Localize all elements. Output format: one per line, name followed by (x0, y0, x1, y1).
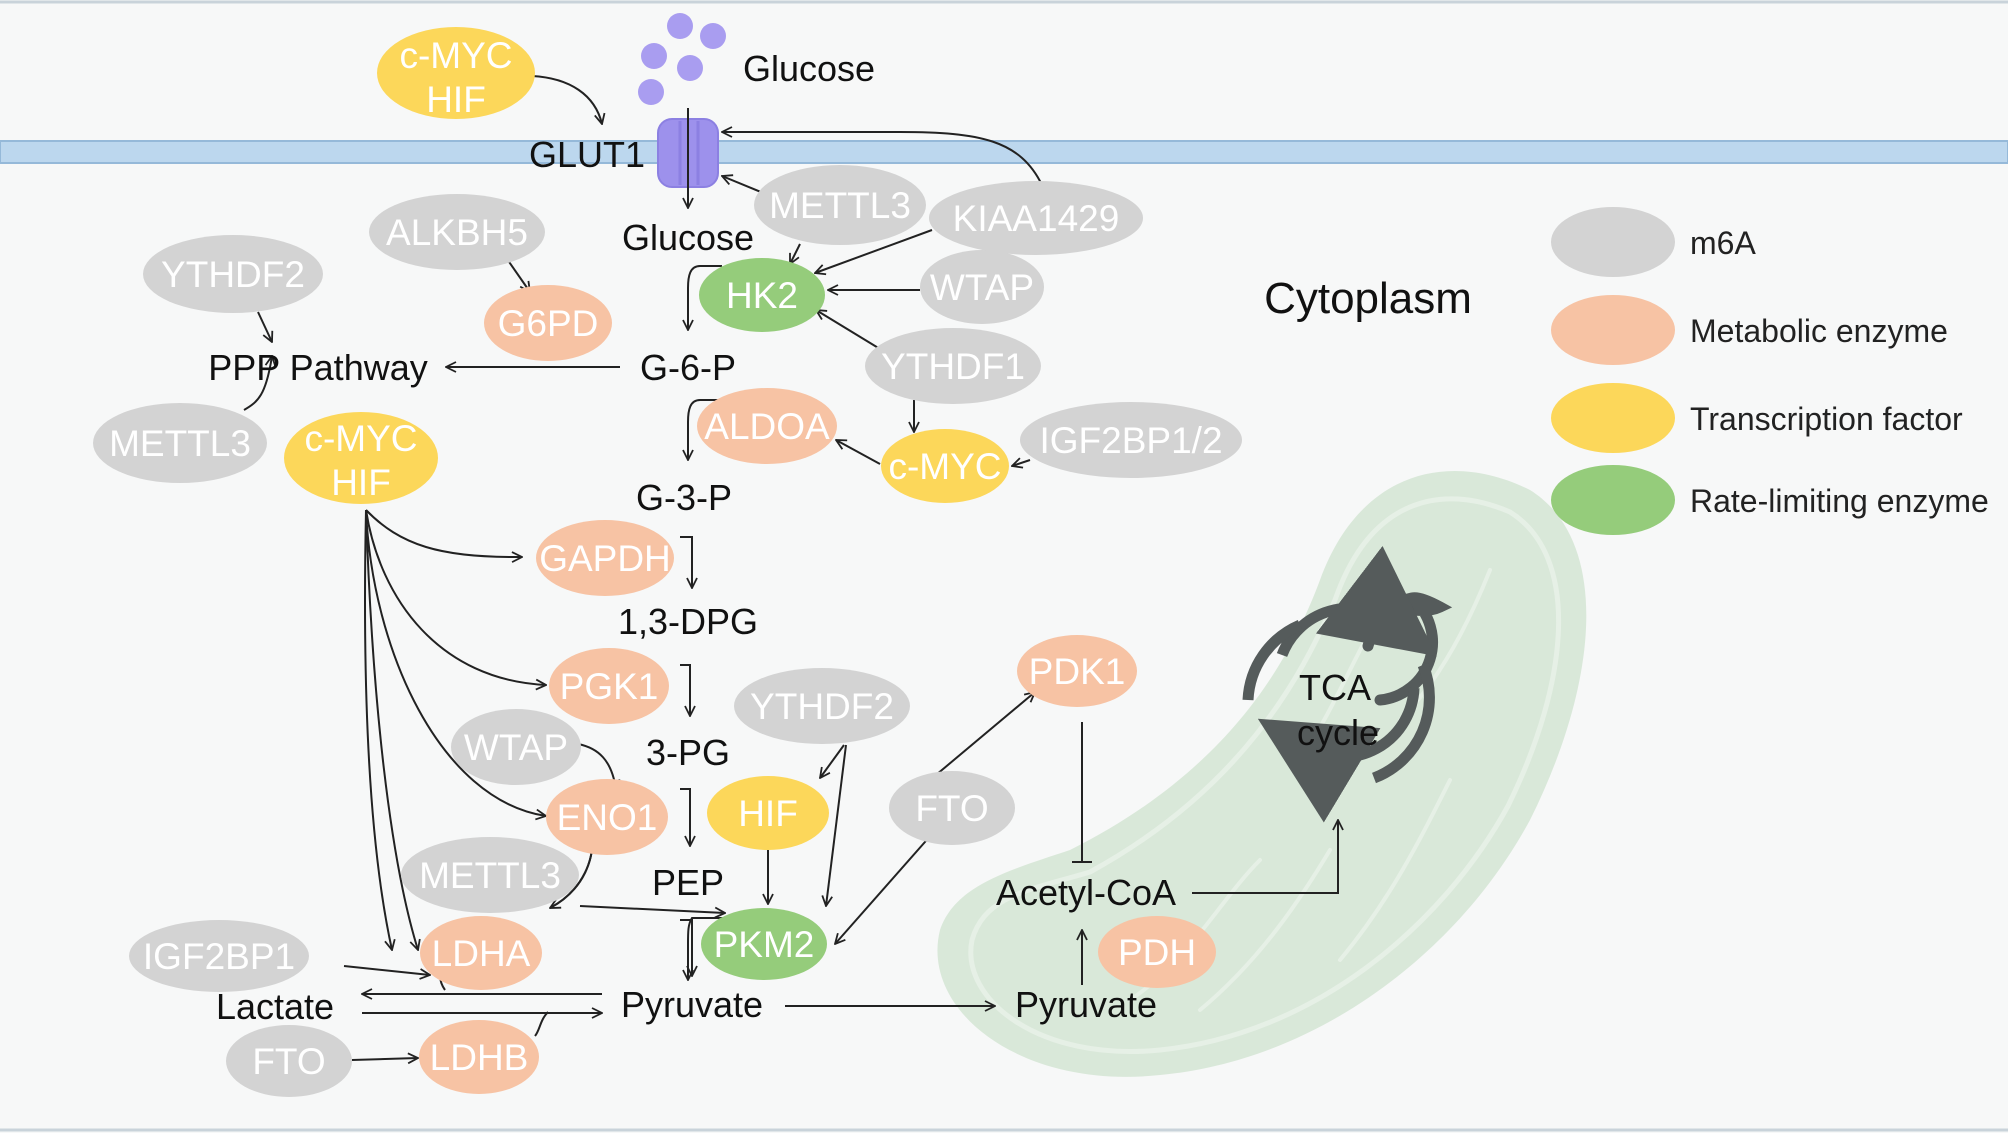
node-label: LDHB (430, 1037, 529, 1078)
node-cmyc-hif-top-label-line1: c-MYC (399, 35, 512, 76)
legend-item-metabolic-enzyme: Metabolic enzyme (1551, 295, 1948, 365)
node-label: METTL3 (769, 185, 911, 226)
node-eno1: ENO1 (546, 779, 668, 855)
node-ythdf2-a: YTHDF2 (143, 235, 323, 313)
node-fto-b: FTO (226, 1025, 352, 1097)
node-label: HIF (738, 793, 798, 834)
legend-label: Metabolic enzyme (1690, 313, 1948, 349)
legend-item-transcription-factor: Transcription factor (1551, 383, 1963, 453)
node-label: PDK1 (1029, 651, 1126, 692)
glucose-dot (677, 55, 703, 81)
legend-label: m6A (1690, 225, 1756, 261)
node-ldha: LDHA (420, 916, 542, 990)
node-label: PGK1 (560, 666, 659, 707)
label-cytoplasm: Cytoplasm (1264, 274, 1472, 323)
node-label: KIAA1429 (953, 198, 1120, 239)
node-g6pd: G6PD (484, 285, 612, 361)
label-pyruvate: Pyruvate (621, 984, 763, 1025)
node-cmyc-hif-mid-label-line1: c-MYC (304, 418, 417, 459)
glucose-dot (638, 79, 664, 105)
label-3pg: 3-PG (646, 732, 730, 773)
node-cmyc-hif-top: c-MYC HIF (377, 27, 535, 120)
label-glucose-inside: Glucose (622, 217, 754, 258)
node-kiaa1429: KIAA1429 (929, 181, 1143, 255)
node-pdk1: PDK1 (1017, 635, 1137, 707)
label-tca: TCA (1299, 667, 1371, 708)
glucose-dot (700, 23, 726, 49)
node-label: METTL3 (419, 855, 561, 896)
node-label: WTAP (464, 727, 568, 768)
label-glut1: GLUT1 (529, 134, 645, 175)
node-label: WTAP (930, 267, 1034, 308)
node-cmyc-b: c-MYC (881, 429, 1009, 503)
label-lactate: Lactate (216, 986, 334, 1027)
glucose-dot (667, 13, 693, 39)
node-ythdf2-b: YTHDF2 (734, 668, 910, 744)
node-label: GAPDH (539, 538, 671, 579)
node-cmyc-hif-mid-label-line2: HIF (331, 462, 391, 503)
node-ythdf1: YTHDF1 (865, 328, 1041, 404)
legend-item-rate-limiting-enzyme: Rate-limiting enzyme (1551, 465, 1989, 535)
node-label: FTO (915, 788, 988, 829)
node-label: PDH (1118, 932, 1196, 973)
label-glucose-outside: Glucose (743, 48, 875, 89)
node-aldoa: ALDOA (697, 388, 837, 464)
node-mettl3-a: METTL3 (754, 165, 926, 245)
legend-label: Transcription factor (1690, 401, 1963, 437)
node-label: HK2 (726, 275, 798, 316)
node-label: ALDOA (704, 406, 830, 447)
node-label: LDHA (432, 933, 531, 974)
node-label: ENO1 (557, 797, 658, 838)
legend-label: Rate-limiting enzyme (1690, 483, 1989, 519)
node-wtap-b: WTAP (451, 709, 581, 785)
node-label: FTO (252, 1041, 325, 1082)
label-pep: PEP (652, 862, 724, 903)
label-cycle: cycle (1297, 712, 1379, 753)
node-label: ALKBH5 (386, 212, 528, 253)
label-pyruvate-mitochondrion: Pyruvate (1015, 984, 1157, 1025)
legend: m6A Metabolic enzyme Transcription facto… (1551, 207, 1989, 535)
node-mettl3-c: METTL3 (401, 837, 579, 913)
node-label: YTHDF2 (161, 254, 305, 295)
node-label: YTHDF1 (881, 346, 1025, 387)
node-cmyc-hif-top-label-line2: HIF (426, 79, 486, 120)
node-hk2: HK2 (699, 258, 825, 332)
node-pgk1: PGK1 (549, 648, 669, 724)
label-13dpg: 1,3-DPG (618, 601, 758, 642)
node-mettl3-b: METTL3 (93, 403, 267, 483)
node-pdh: PDH (1098, 916, 1216, 988)
label-ppp-pathway: PPP Pathway (208, 347, 427, 388)
node-alkbh5: ALKBH5 (369, 194, 545, 270)
node-igf2bp12: IGF2BP1/2 (1020, 402, 1242, 478)
node-label: c-MYC (888, 446, 1001, 487)
glucose-dot (641, 43, 667, 69)
label-g3p: G-3-P (636, 477, 732, 518)
node-ldhb: LDHB (419, 1020, 539, 1094)
tca-cycle-ring (1242, 545, 1453, 823)
label-acetyl-coa: Acetyl-CoA (996, 872, 1176, 913)
node-label: G6PD (498, 303, 599, 344)
node-hif-b: HIF (707, 776, 829, 850)
node-pkm2: PKM2 (701, 908, 827, 980)
node-cmyc-hif-mid: c-MYC HIF (284, 412, 438, 504)
label-g6p: G-6-P (640, 347, 736, 388)
node-label: IGF2BP1 (143, 936, 295, 977)
legend-item-m6a: m6A (1551, 207, 1756, 277)
node-wtap-a: WTAP (920, 250, 1044, 324)
node-gapdh: GAPDH (536, 520, 674, 596)
node-igf2bp1: IGF2BP1 (129, 920, 309, 992)
glucose-molecules (638, 13, 726, 105)
node-fto-a: FTO (889, 771, 1015, 845)
connectors (243, 75, 1338, 1060)
node-label: IGF2BP1/2 (1039, 420, 1222, 461)
node-label: METTL3 (109, 423, 251, 464)
node-label: PKM2 (714, 924, 815, 965)
cell-membrane (0, 140, 2008, 164)
node-label: YTHDF2 (750, 686, 894, 727)
